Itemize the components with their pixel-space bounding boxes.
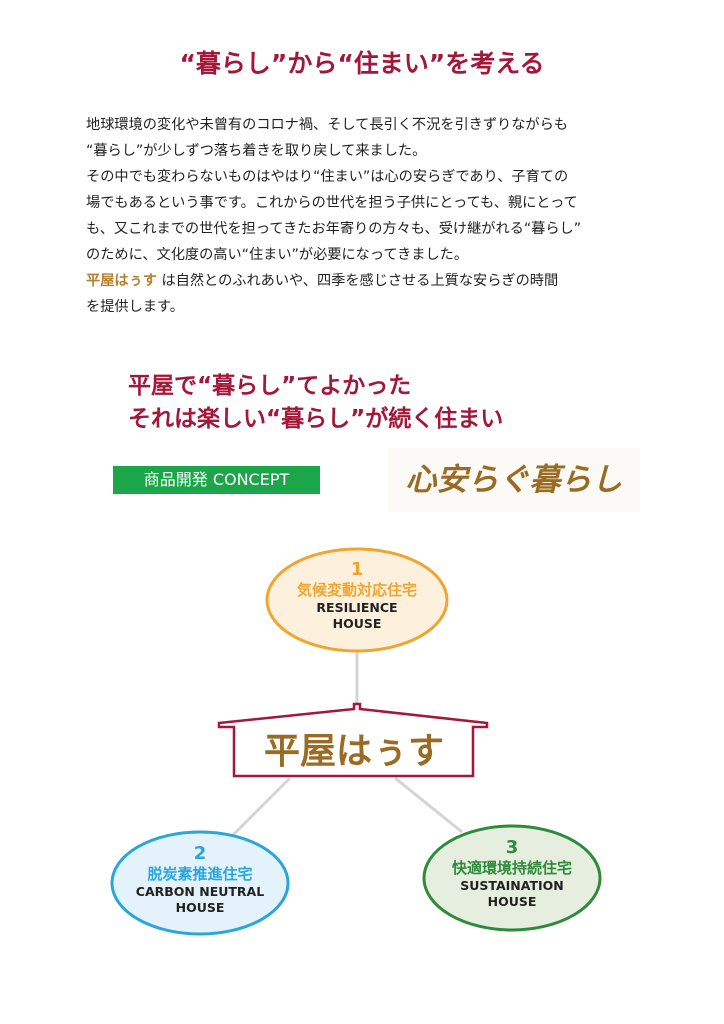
text-line: を提供します。 — [86, 299, 184, 315]
text-line: “暮らし”が少しずつ落ち着きを取り戻して来ました。 — [86, 143, 427, 159]
text-line: 平屋はぅす は自然とのふれあいや、四季を感じさせる上質な安らぎの時間 — [86, 268, 656, 294]
node-english: HOUSE — [332, 616, 382, 631]
text-line: その中でも変わらないものはやはり“住まい”は心の安らぎであり、子育ての — [86, 169, 569, 185]
intro-text: 地球環境の変化や未曾有のコロナ禍、そして長引く不況を引きずりながらも “暮らし”… — [86, 112, 656, 320]
node-number: 1 — [350, 559, 364, 580]
node-1: 1 気候変動対応住宅 RESILIENCE HOUSE — [267, 560, 447, 632]
node-ellipse-1 — [265, 547, 449, 653]
node-english: SUSTAINATION — [460, 878, 564, 893]
node-number: 2 — [193, 843, 207, 864]
node-number: 3 — [505, 837, 519, 858]
node-ellipse-3 — [422, 824, 602, 932]
node-title: 気候変動対応住宅 — [296, 581, 417, 599]
calligraphy-logo: 心安らぐ暮らし — [388, 448, 640, 512]
node-english: HOUSE — [487, 894, 537, 909]
center-brand: 平屋はぅす — [263, 730, 444, 772]
node-2: 2 脱炭素推進住宅 CARBON NEUTRAL HOUSE — [110, 844, 290, 916]
node-title: 脱炭素推進住宅 — [147, 865, 253, 883]
connector-line — [230, 776, 292, 838]
node-english: HOUSE — [175, 900, 225, 915]
node-english: RESILIENCE — [316, 600, 398, 615]
page-title: “暮らし”から“住まい”を考える — [179, 49, 545, 78]
text-line: も、又これまでの世代を担ってきたお年寄りの方々も、受け継がれる“暮らし” — [86, 221, 582, 237]
connector-line — [394, 776, 463, 834]
node-ellipse-2 — [110, 830, 290, 936]
brand-name: 平屋はぅす — [86, 273, 157, 289]
text-span: は自然とのふれあいや、四季を感じさせる上質な安らぎの時間 — [156, 273, 559, 289]
text-line: 地球環境の変化や未曾有のコロナ禍、そして長引く不況を引きずりながらも — [86, 117, 568, 133]
node-english: CARBON NEUTRAL — [135, 884, 265, 899]
text-line: 場でもあるという事です。これからの世代を担う子供にとっても、親にとって — [86, 195, 578, 211]
concept-badge: 商品開発 CONCEPT — [113, 466, 320, 494]
house-outline-icon — [217, 702, 489, 778]
text-line: のために、文化度の高い“住まい”が必要になってきました。 — [86, 247, 469, 263]
node-3: 3 快適環境持続住宅 SUSTAINATION HOUSE — [422, 838, 602, 910]
node-title: 快適環境持続住宅 — [451, 859, 572, 877]
subheading-line-2: それは楽しい“暮らし”が続く住まい — [128, 406, 504, 432]
subheading-line-1: 平屋で“暮らし”てよかった — [128, 373, 412, 399]
